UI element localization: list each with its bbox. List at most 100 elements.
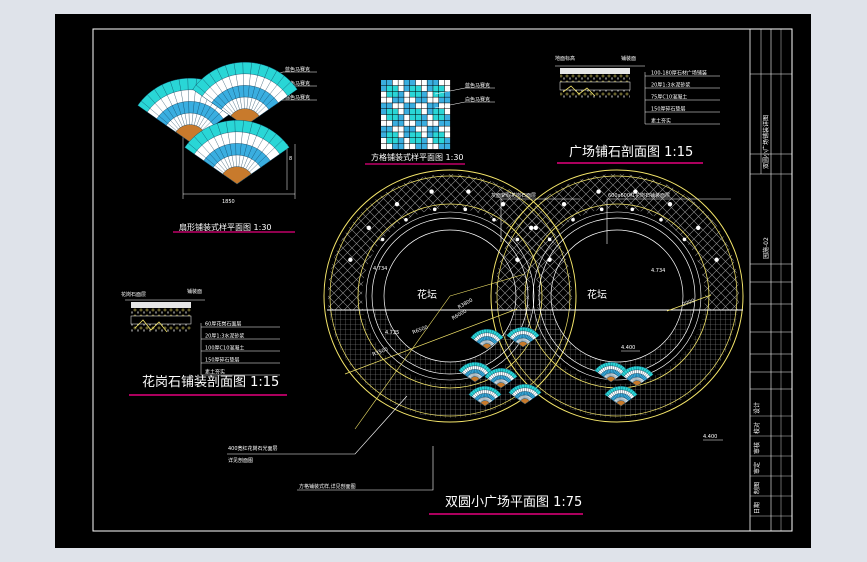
square-tile xyxy=(439,138,445,144)
square-tile xyxy=(398,138,404,144)
square-tile xyxy=(410,143,416,150)
plaza-section-title: 广场铺石剖面图 1:15 xyxy=(569,145,693,160)
square-tile xyxy=(421,138,427,144)
square-tile xyxy=(444,85,451,92)
square-tile xyxy=(398,132,404,138)
square-tile xyxy=(398,114,404,121)
square-tile xyxy=(398,120,404,126)
lamp-dot xyxy=(659,217,663,222)
square-tile xyxy=(398,126,404,132)
plaza-section-edge-tag: 铺装面 xyxy=(621,55,636,62)
square-tile xyxy=(386,103,393,109)
section-note: 素土夯实 xyxy=(205,369,225,376)
granite-section-title: 花岗石铺装剖面图 1:15 xyxy=(142,374,279,390)
lamp-dot xyxy=(515,237,520,242)
square-tile xyxy=(421,85,427,92)
square-tile xyxy=(410,103,416,109)
lamp-dot xyxy=(547,257,552,262)
main-plan-title: 双圆小广场平面图 1:75 xyxy=(445,495,582,510)
square-tile xyxy=(427,97,433,103)
square-tile xyxy=(433,85,439,92)
square-tile xyxy=(427,80,433,86)
square-tile xyxy=(386,80,393,86)
square-tile xyxy=(444,138,451,144)
fan-plan-title: 扇形铺装式样平面图 1:30 xyxy=(179,222,272,232)
square-tile xyxy=(444,103,451,109)
square-tile xyxy=(381,109,387,115)
square-tile xyxy=(444,109,451,115)
square-tile xyxy=(392,114,398,121)
lamp-dot xyxy=(714,257,719,262)
square-tile xyxy=(404,126,410,132)
square-tile xyxy=(433,138,439,144)
square-tile xyxy=(392,97,398,103)
square-plan-title: 方格铺装式样平面图 1:30 xyxy=(371,152,464,162)
plan-fan-mosaic xyxy=(604,386,638,407)
section-note: 60厚花岗石面层 xyxy=(205,321,241,328)
title-block-row-label: 审核 xyxy=(753,442,761,454)
square-tile xyxy=(421,103,427,109)
square-tile xyxy=(427,143,433,150)
square-tile xyxy=(415,103,422,109)
lamp-dot xyxy=(599,207,604,212)
fan-mosaic-group xyxy=(137,62,298,185)
lamp-dot xyxy=(380,237,385,242)
square-tile xyxy=(398,109,404,115)
plaza-section-tag: 地面标高 xyxy=(555,55,575,62)
square-tile xyxy=(439,85,445,92)
square-tile xyxy=(392,138,398,144)
square-tile xyxy=(433,143,439,150)
lamp-dot xyxy=(348,257,353,262)
cad-viewport[interactable]: 双圆小广场铺装详图 园施-02 设计校对审核审定制图日期 xyxy=(55,14,811,548)
lamp-dot xyxy=(561,202,567,207)
lamp-dot xyxy=(547,237,552,242)
plan-fan-mosaic xyxy=(594,362,628,383)
square-tile xyxy=(381,91,387,97)
title-block-drawing-no: 园施-02 xyxy=(762,237,770,259)
lamp-dot xyxy=(630,207,635,212)
top-note-2: 600x600红花岗石铺装面层 xyxy=(608,192,670,199)
square-tile xyxy=(404,97,410,103)
square-tile xyxy=(392,103,398,109)
square-tile xyxy=(404,109,410,115)
section-note: 150厚碎石垫层 xyxy=(651,106,686,113)
drawing-frame xyxy=(92,28,793,532)
square-tile xyxy=(427,85,433,92)
section-note: 20厚1:3水泥砂浆 xyxy=(651,82,690,89)
square-tile xyxy=(415,126,422,132)
plaza-paving-section: 地面标高 铺装面 100-180厚石材广场铺装20厚1:3水泥砂浆75厚C10混… xyxy=(555,55,720,164)
lamp-dot xyxy=(492,217,496,222)
square-tile xyxy=(410,120,416,126)
square-tile xyxy=(392,143,398,150)
lamp-dot xyxy=(571,217,575,222)
square-tile xyxy=(433,91,439,97)
section-note: 素土夯实 xyxy=(651,118,671,125)
square-tile xyxy=(415,120,422,126)
square-tile xyxy=(398,143,404,150)
square-tile xyxy=(392,132,398,138)
dim-radius-2: R6500 xyxy=(412,325,429,336)
square-tile xyxy=(410,114,416,121)
square-tile xyxy=(433,132,439,138)
square-tile xyxy=(433,103,439,109)
square-tile xyxy=(410,126,416,132)
square-tile xyxy=(444,97,451,103)
square-tile xyxy=(404,80,410,86)
lamp-dot xyxy=(529,225,534,231)
square-legend-text: 蓝色马赛克 xyxy=(465,82,490,89)
square-tile xyxy=(427,126,433,132)
title-block-row-label: 日期 xyxy=(753,502,761,514)
square-tile xyxy=(398,91,404,97)
title-block-row-label: 设计 xyxy=(753,402,761,414)
square-tile xyxy=(386,143,393,150)
square-tile xyxy=(386,132,393,138)
square-tile xyxy=(444,120,451,126)
square-tile xyxy=(392,120,398,126)
plan-fan-mosaic xyxy=(470,329,504,350)
square-tile xyxy=(381,143,387,150)
square-tile xyxy=(421,91,427,97)
square-tile xyxy=(404,132,410,138)
section-note: 150厚碎石垫层 xyxy=(205,357,240,364)
square-tile xyxy=(433,120,439,126)
